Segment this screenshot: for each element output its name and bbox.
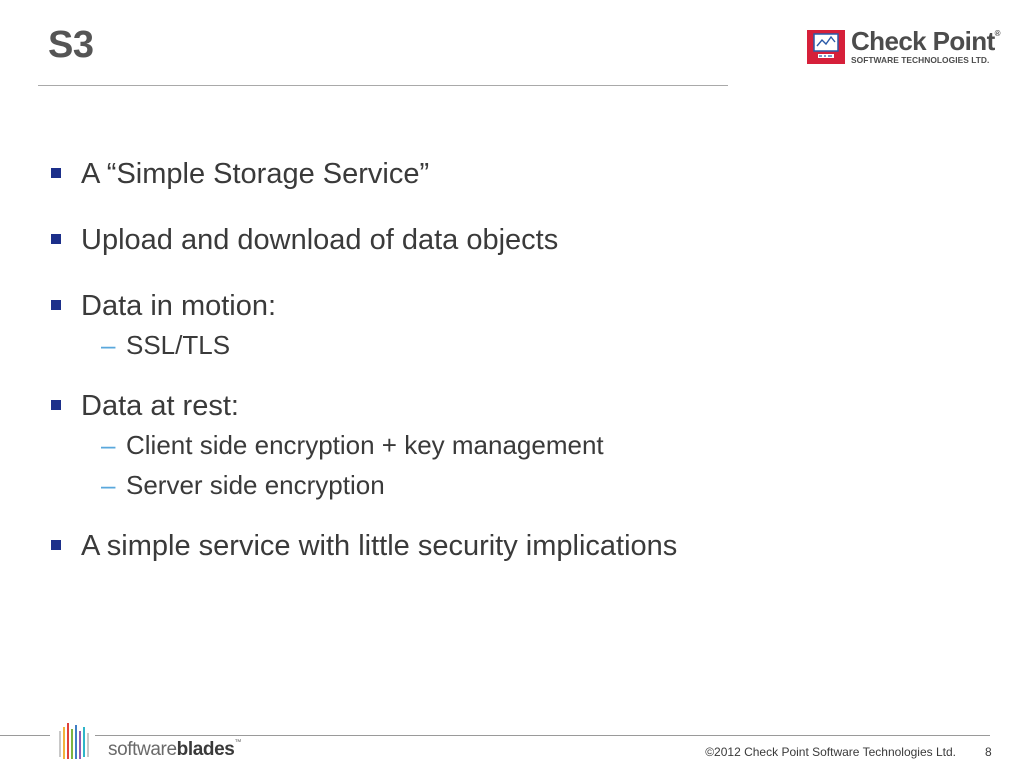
square-bullet-icon (51, 234, 61, 244)
check-point-logo: Check Point® SOFTWARE TECHNOLOGIES LTD. (807, 26, 1001, 66)
slide-title: S3 (48, 24, 94, 66)
footer-divider-right (95, 735, 990, 736)
logo-wordmark: Check Point® (851, 26, 1001, 56)
square-bullet-icon (51, 400, 61, 410)
bullet-item: A simple service with little security im… (50, 527, 970, 565)
square-bullet-icon (51, 540, 61, 550)
dash-bullet-icon: – (101, 430, 116, 460)
sub-bullet-text: Server side encryption (126, 470, 385, 500)
bullet-item: Data in motion: – SSL/TLS (50, 287, 970, 365)
page-number: 8 (985, 745, 992, 759)
bullet-item: A “Simple Storage Service” (50, 155, 970, 193)
software-blades-wordmark: softwareblades™ (108, 739, 242, 760)
logo-subtitle: SOFTWARE TECHNOLOGIES LTD. (851, 55, 990, 65)
bullet-text: Upload and download of data objects (81, 224, 559, 256)
dash-bullet-icon: – (101, 330, 116, 360)
sub-bullet-list: – SSL/TLS (81, 325, 970, 365)
bullet-text: A simple service with little security im… (81, 530, 678, 562)
check-point-logo-icon (807, 30, 845, 64)
title-divider (38, 85, 728, 86)
bullet-item: Upload and download of data objects (50, 221, 970, 259)
sub-bullet-text: SSL/TLS (126, 330, 231, 360)
bullet-text: A “Simple Storage Service” (81, 158, 430, 190)
software-blades-logo-icon (59, 723, 89, 759)
sub-bullet-item: – Server side encryption (81, 465, 970, 505)
slide-content: A “Simple Storage Service” Upload and do… (50, 155, 970, 593)
sub-bullet-list: – Client side encryption + key managemen… (81, 425, 970, 505)
bullet-item: Data at rest: – Client side encryption +… (50, 387, 970, 505)
bullet-text: Data in motion: (81, 290, 277, 322)
copyright-text: ©2012 Check Point Software Technologies … (705, 745, 956, 759)
dash-bullet-icon: – (101, 470, 116, 500)
sub-bullet-item: – SSL/TLS (81, 325, 970, 365)
sub-bullet-item: – Client side encryption + key managemen… (81, 425, 970, 465)
square-bullet-icon (51, 300, 61, 310)
bullet-text: Data at rest: (81, 390, 239, 422)
sub-bullet-text: Client side encryption + key management (126, 430, 604, 460)
square-bullet-icon (51, 168, 61, 178)
footer-divider-left (0, 735, 50, 736)
